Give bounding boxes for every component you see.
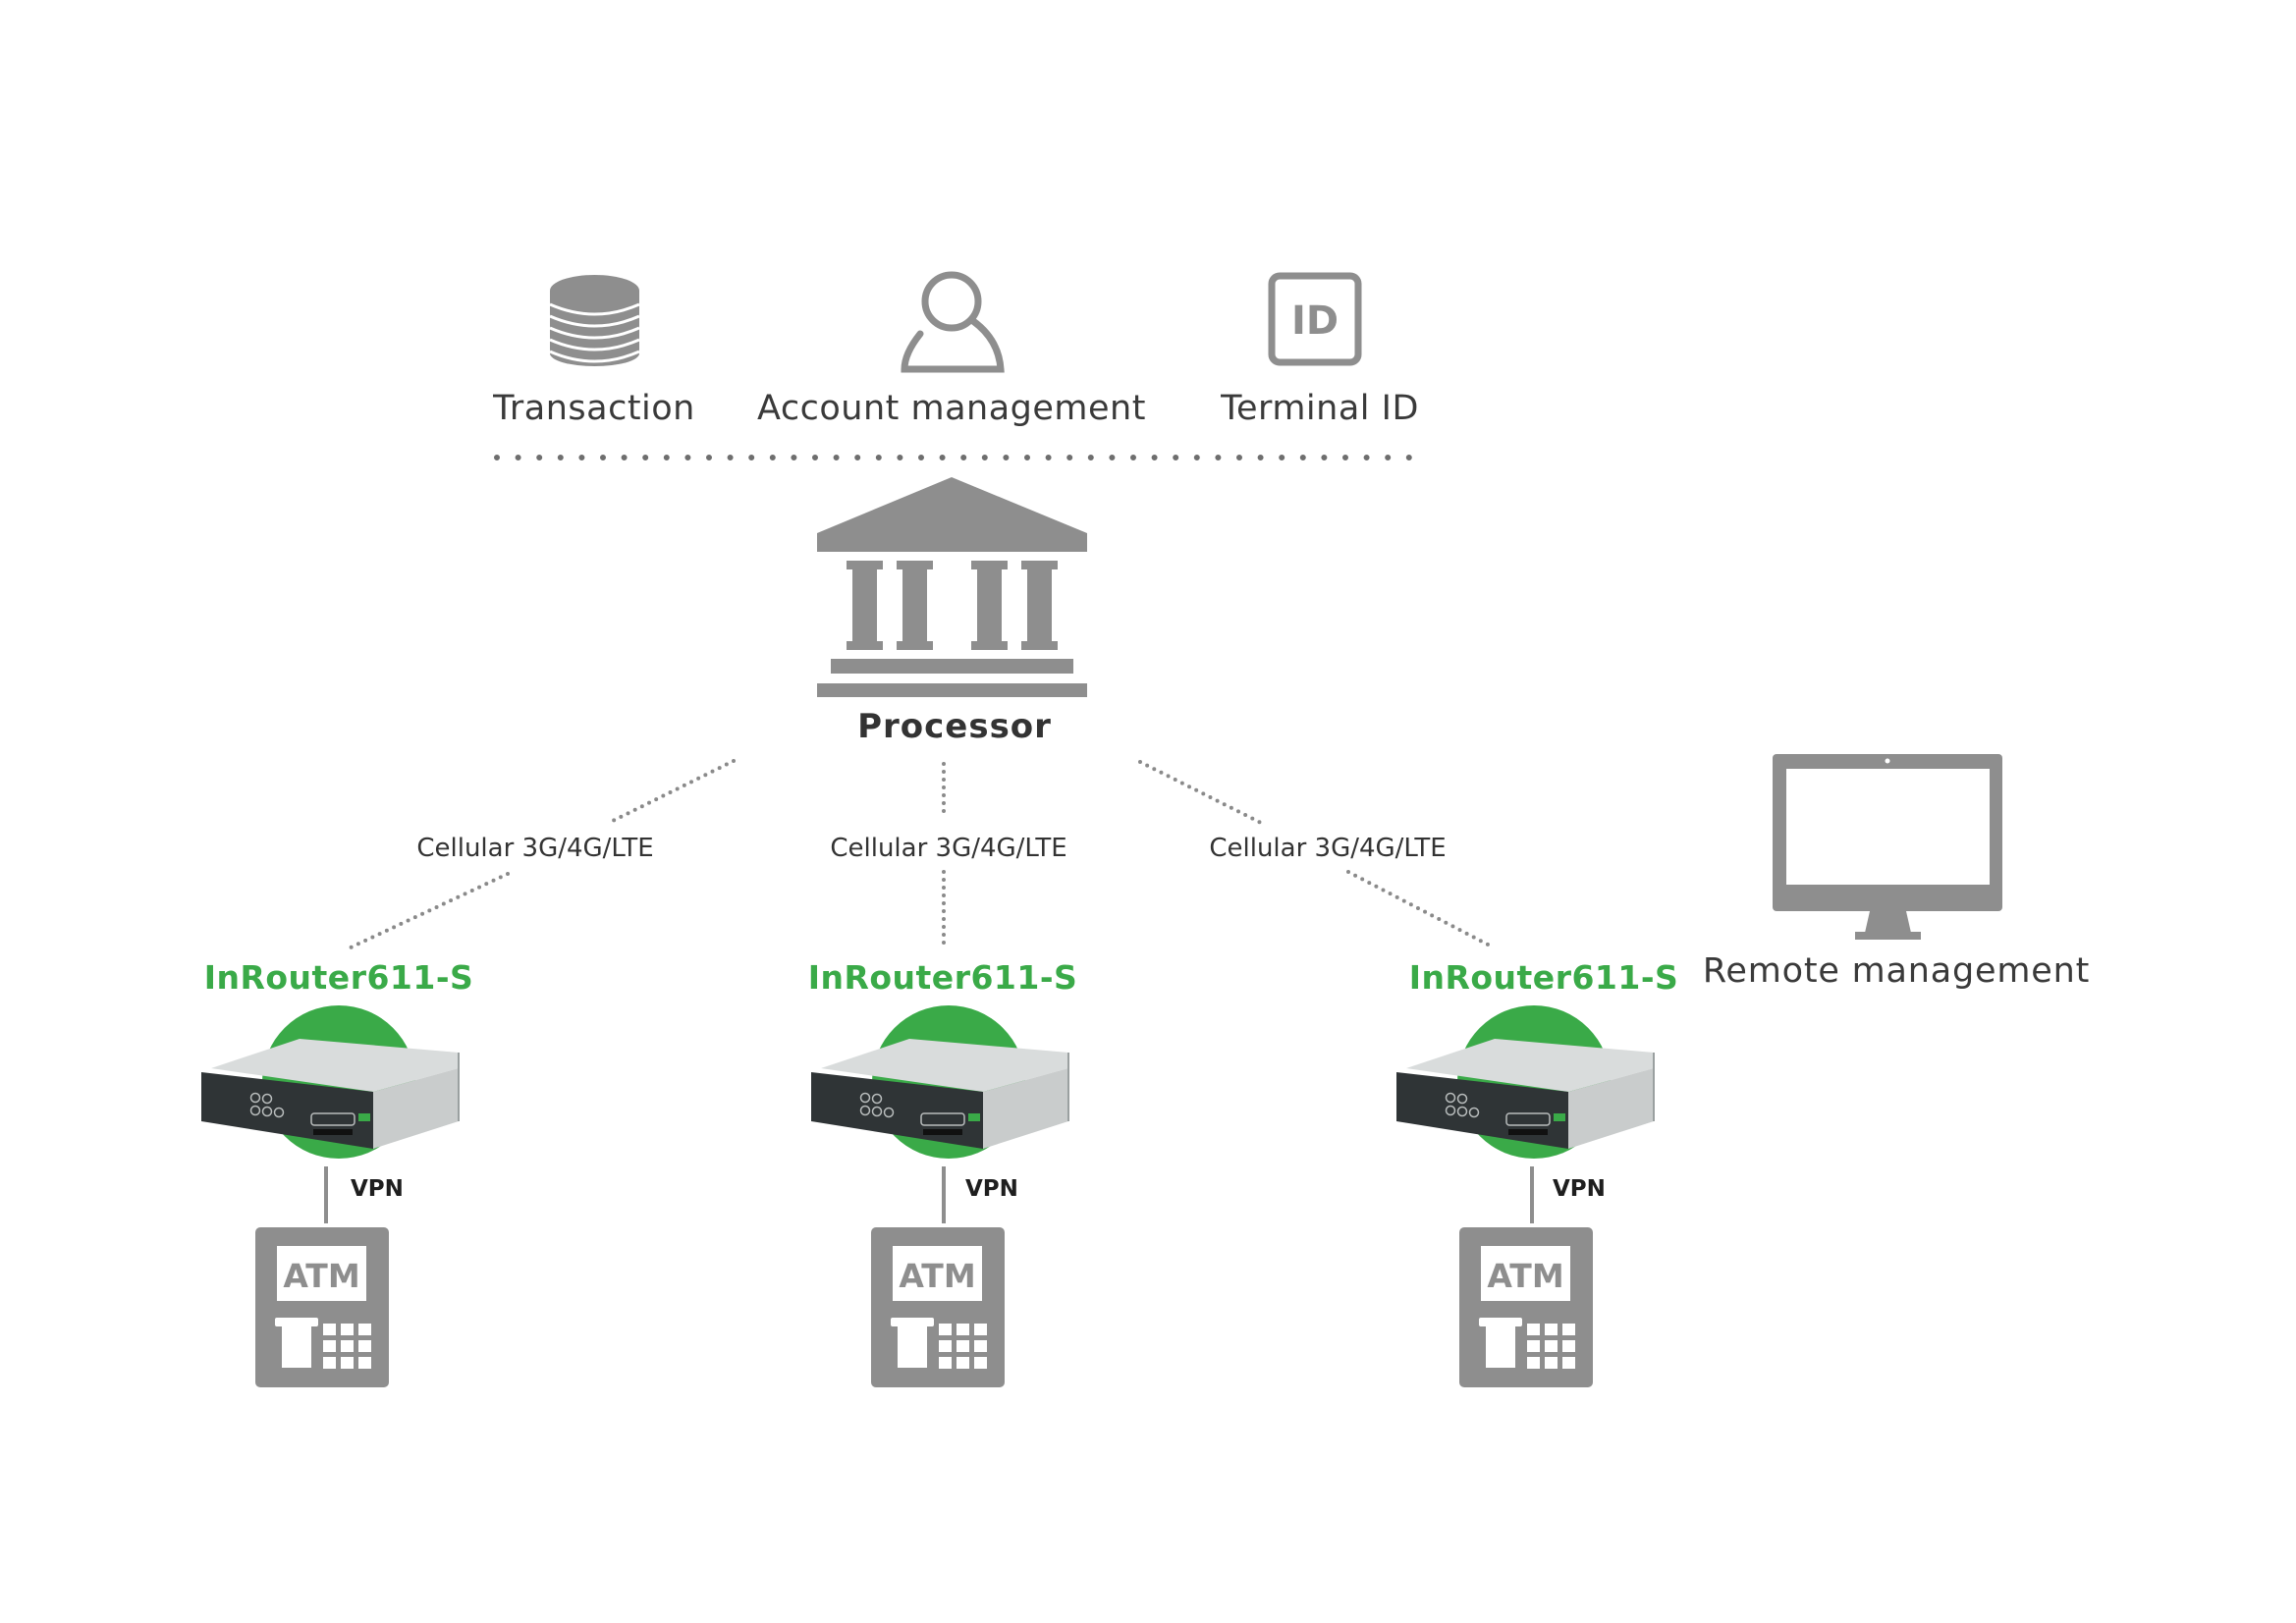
account-management-label: Account management bbox=[757, 389, 1146, 428]
cellular-label-center: Cellular 3G/4G/LTE bbox=[830, 834, 1067, 863]
atm-screen-text: ATM bbox=[899, 1257, 975, 1295]
atm-icon: ATM bbox=[1459, 1227, 1593, 1387]
site-2: ATM bbox=[811, 1005, 1069, 1387]
router-device-icon bbox=[811, 1039, 1069, 1149]
cellular-label-right: Cellular 3G/4G/LTE bbox=[1209, 834, 1447, 863]
router-device-icon bbox=[201, 1039, 460, 1149]
remote-management-label: Remote management bbox=[1702, 951, 2091, 991]
vpn-label-1: VPN bbox=[351, 1176, 404, 1202]
atm-icon: ATM bbox=[871, 1227, 1005, 1387]
cellular-link-right bbox=[1138, 760, 1492, 947]
vpn-label-3: VPN bbox=[1553, 1176, 1606, 1202]
router-device-icon bbox=[1396, 1039, 1655, 1149]
vpn-label-2: VPN bbox=[965, 1176, 1018, 1202]
site-1: ATM bbox=[201, 1005, 460, 1387]
processor-label: Processor bbox=[857, 707, 1052, 746]
database-icon bbox=[549, 275, 640, 366]
router-sites: ATM ATM ATM bbox=[201, 1005, 1655, 1387]
user-icon bbox=[901, 271, 1005, 373]
cellular-link-left bbox=[349, 759, 736, 949]
atm-icon: ATM bbox=[255, 1227, 389, 1387]
transaction-label: Transaction bbox=[493, 389, 695, 428]
atm-screen-text: ATM bbox=[283, 1257, 359, 1295]
atm-screen-text: ATM bbox=[1487, 1257, 1563, 1295]
monitor-icon bbox=[1773, 754, 2002, 940]
id-card-icon: ID bbox=[1268, 272, 1362, 366]
bank-building-icon bbox=[817, 477, 1087, 697]
terminal-id-label: Terminal ID bbox=[1221, 389, 1419, 428]
site-3: ATM bbox=[1396, 1005, 1655, 1387]
router-label-1: InRouter611-S bbox=[203, 958, 474, 997]
id-card-text: ID bbox=[1291, 298, 1339, 344]
router-label-3: InRouter611-S bbox=[1408, 958, 1679, 997]
router-label-2: InRouter611-S bbox=[807, 958, 1078, 997]
cellular-label-left: Cellular 3G/4G/LTE bbox=[416, 834, 654, 863]
